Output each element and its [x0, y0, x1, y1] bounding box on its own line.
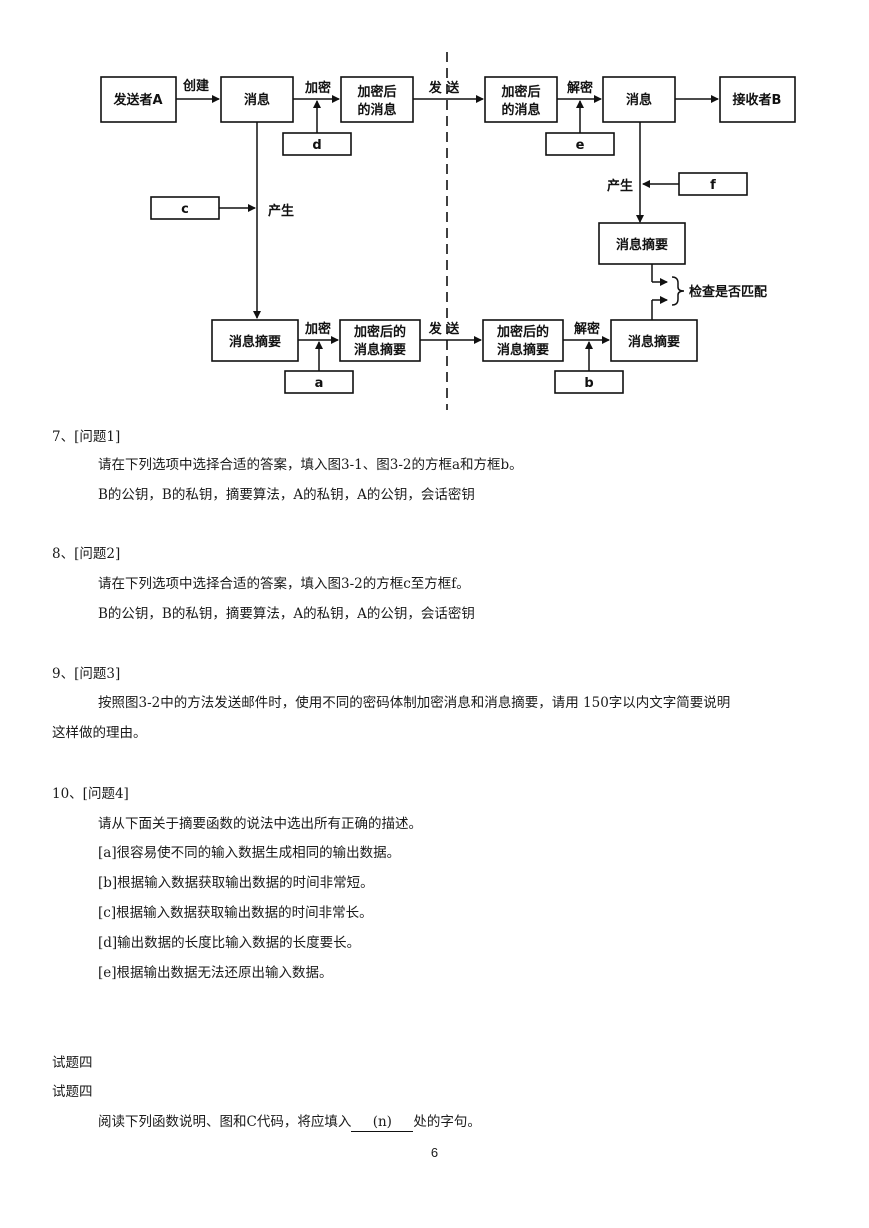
encrypted-digest-left-box — [339, 319, 421, 362]
digest-bottom-right-box — [610, 319, 698, 362]
digest-bottom-right-label: 消息摘要 — [628, 334, 680, 350]
produce-left-label: 产生 — [268, 203, 294, 219]
q10-text: 请从下面关于摘要函数的说法中选出所有正确的描述。 — [98, 816, 422, 832]
key-box-c-label: c — [181, 202, 189, 217]
q9-title: 9、[问题3] — [52, 666, 121, 682]
encrypted-message-left-line1: 加密后 — [356, 84, 396, 100]
encrypted-digest-right-line1: 加密后的 — [496, 324, 549, 340]
q9-text-continued: 这样做的理由。 — [52, 725, 147, 741]
section-heading-repeat: 试题四 — [52, 1084, 93, 1100]
encrypted-message-right-line2: 的消息 — [501, 102, 540, 118]
page-number: 6 — [430, 1145, 439, 1160]
send-top-label: 发 送 — [428, 80, 461, 96]
encrypted-digest-left-line1: 加密后的 — [353, 324, 406, 340]
receiver-label: 接收者B — [733, 92, 782, 108]
q10-title: 10、[问题4] — [52, 786, 129, 802]
produce-right-label: 产生 — [607, 178, 633, 194]
section-heading: 试题四 — [52, 1055, 93, 1071]
key-box-e-label: e — [576, 138, 585, 153]
key-box-b-label: b — [584, 376, 593, 391]
decrypt-top-label: 解密 — [566, 80, 593, 96]
encrypted-message-left-line2: 的消息 — [357, 102, 396, 118]
digest-right-label: 消息摘要 — [616, 237, 668, 253]
instruction-suffix: 处的字句。 — [413, 1114, 481, 1130]
fill-blank: (n) — [351, 1113, 414, 1132]
sender-label: 发送者A — [112, 92, 162, 108]
key-box-f-label: f — [710, 178, 716, 193]
q8-options: B的公钥，B的私钥，摘要算法，A的私钥，A的公钥，会话密钥 — [98, 606, 475, 622]
send-bottom-label: 发 送 — [428, 321, 461, 337]
create-label: 创建 — [182, 78, 209, 94]
encrypted-digest-right-box — [482, 319, 564, 362]
message-left-label: 消息 — [244, 92, 270, 108]
encrypted-digest-right-line2: 消息摘要 — [497, 342, 549, 358]
q7-text: 请在下列选项中选择合适的答案，填入图3-1、图3-2的方框a和方框b。 — [98, 457, 523, 473]
q10-option-c: [c]根据输入数据获取输出数据的时间非常长。 — [98, 905, 373, 921]
key-box-a-label: a — [315, 376, 324, 391]
digest-right-box — [598, 222, 686, 265]
receiver-box — [719, 76, 796, 123]
q10-option-b: [b]根据输入数据获取输出数据的时间非常短。 — [98, 875, 374, 891]
key-box-d-label: d — [312, 138, 321, 153]
digest-left-label: 消息摘要 — [229, 334, 281, 350]
message-right-label: 消息 — [626, 92, 652, 108]
encrypted-message-right-box — [484, 76, 558, 123]
encrypt-top-label: 加密 — [304, 80, 331, 96]
encrypted-digest-left-line2: 消息摘要 — [354, 342, 406, 358]
q9-text: 按照图3-2中的方法发送邮件时，使用不同的密码体制加密消息和消息摘要，请用 15… — [98, 695, 731, 711]
q7-options: B的公钥，B的私钥，摘要算法，A的私钥，A的公钥，会话密钥 — [98, 487, 475, 503]
q8-title: 8、[问题2] — [52, 546, 121, 562]
encrypted-message-right-line1: 加密后 — [500, 84, 540, 100]
q10-option-e: [e]根据输出数据无法还原出输入数据。 — [98, 965, 333, 981]
message-left-box — [220, 76, 294, 123]
q7-title: 7、[问题1] — [52, 429, 121, 445]
instruction-prefix: 阅读下列函数说明、图和C代码，将应填入 — [98, 1114, 352, 1130]
encrypt-bottom-label: 加密 — [304, 321, 331, 337]
q8-text: 请在下列选项中选择合适的答案，填入图3-2的方框c至方框f。 — [98, 576, 470, 592]
check-match-label: 检查是否匹配 — [689, 284, 767, 300]
q10-option-a: [a]很容易使不同的输入数据生成相同的输出数据。 — [98, 845, 401, 861]
message-right-box — [602, 76, 676, 123]
secure-mail-diagram: 发送者A 消息 加密后 的消息 加密后 的消息 消息 接收者B 创建 加密 发 … — [100, 52, 796, 410]
decrypt-bottom-label: 解密 — [573, 321, 600, 337]
q10-option-d: [d]输出数据的长度比输入数据的长度要长。 — [98, 935, 361, 951]
sender-box — [100, 76, 177, 123]
section-instruction: 阅读下列函数说明、图和C代码，将应填入(n)处的字句。 — [98, 1113, 481, 1132]
